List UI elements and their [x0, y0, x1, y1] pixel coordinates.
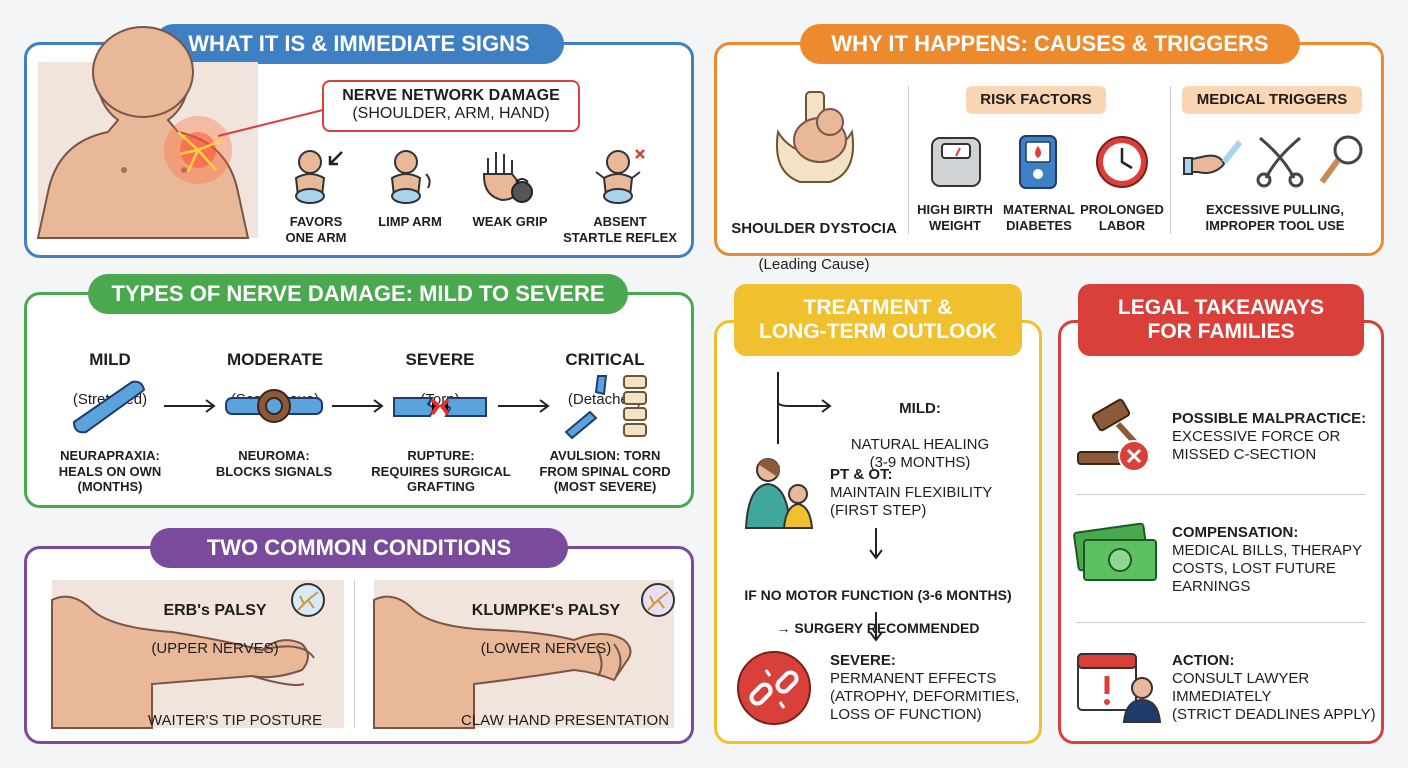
type-critical-desc: AVULSION: TORN FROM SPINAL CORD (MOST SE…: [539, 448, 671, 495]
arrow-to-severe: [869, 612, 883, 642]
legal-malpractice-text: EXCESSIVE FORCE OR MISSED C-SECTION: [1172, 428, 1341, 463]
callout-title: NERVE NETWORK DAMAGE: [342, 87, 560, 104]
divider-causes-2: [1170, 86, 1171, 234]
sign-absent-startle-reflex: ABSENT STARTLE REFLEX: [563, 214, 677, 245]
broken-chain-icon: [737, 651, 811, 725]
risk-factors-header: RISK FACTORS: [966, 86, 1106, 114]
treatment-pt-ot: PT & OT: MAINTAIN FLEXIBILITY (FIRST STE…: [830, 466, 1030, 520]
legal-compensation: COMPENSATION: MEDICAL BILLS, THERAPY COS…: [1172, 524, 1382, 596]
pulling-hand-icon: [1183, 140, 1243, 175]
treatment-severe-text: PERMANENT EFFECTS (ATROPHY, DEFORMITIES,…: [830, 670, 1020, 723]
medical-triggers-header: MEDICAL TRIGGERS: [1182, 86, 1362, 114]
type-critical-title: CRITICAL: [565, 350, 645, 370]
treatment-mild-text: NATURAL HEALING (3-9 MONTHS): [850, 436, 990, 471]
treatment-pt-text: MAINTAIN FLEXIBILITY (FIRST STEP): [830, 484, 993, 519]
type-severe-title: SEVERE: [405, 350, 475, 370]
treatment-mild-title: MILD:: [899, 400, 941, 417]
panel-two-conditions-title: TWO COMMON CONDITIONS: [150, 528, 568, 568]
legal-action: ACTION: CONSULT LAWYER IMMEDIATELY (STRI…: [1172, 652, 1382, 724]
legal-action-text: CONSULT LAWYER IMMEDIATELY (STRICT DEADL…: [1172, 670, 1376, 723]
klumpkes-palsy-caption: CLAW HAND PRESENTATION: [460, 712, 670, 729]
forceps-icon: [1256, 136, 1304, 188]
arrow-to-motor: [869, 528, 883, 560]
torn-nerve-icon: [393, 397, 487, 417]
arrow-moderate-to-severe: [332, 399, 384, 413]
divider-causes-1: [908, 86, 909, 234]
erbs-palsy-label: ERB's PALSY (UPPER NERVES): [130, 582, 300, 677]
panel-why-it-happens-title: WHY IT HAPPENS: CAUSES & TRIGGERS: [800, 24, 1300, 64]
legal-compensation-title: COMPENSATION:: [1172, 524, 1299, 541]
panel-what-it-is-title: WHAT IT IS & IMMEDIATE SIGNS: [154, 24, 564, 64]
branch-line: [777, 372, 832, 444]
erbs-palsy-title: ERB's PALSY: [163, 602, 267, 620]
weak-grip-icon: [483, 152, 533, 203]
erbs-palsy-caption: WAITER'S TIP POSTURE: [147, 712, 323, 729]
gavel-icon: [1077, 398, 1150, 472]
baby-shoulder-illustration: [36, 26, 258, 239]
klumpkes-palsy-title: KLUMPKE's PALSY: [471, 602, 621, 620]
stretched-nerve-icon: [72, 380, 146, 434]
absent-startle-reflex-icon: [595, 149, 645, 204]
favors-one-arm-icon: [294, 150, 343, 204]
klumpkes-palsy-label: KLUMPKE's PALSY (LOWER NERVES): [460, 582, 632, 677]
upper-nerve-icon: [291, 583, 325, 617]
arrow-severe-to-critical: [498, 399, 550, 413]
calendar-lawyer-icon: [1077, 653, 1162, 723]
main-cause-title: SHOULDER DYSTOCIA: [731, 220, 897, 237]
triggers-text: EXCESSIVE PULLING, IMPROPER TOOL USE: [1205, 202, 1345, 233]
callout-pointer-line: [217, 109, 324, 137]
erbs-palsy-subtitle: (UPPER NERVES): [151, 639, 279, 657]
legal-action-title: ACTION:: [1172, 652, 1235, 669]
type-moderate-title: MODERATE: [226, 350, 323, 370]
shoulder-dystocia-illustration: [776, 91, 854, 183]
money-icon: [1073, 522, 1157, 581]
main-cause-subtitle: (Leading Cause): [758, 256, 870, 273]
severity-arrows: [164, 399, 550, 413]
treatment-severe: SEVERE: PERMANENT EFFECTS (ATROPHY, DEFO…: [830, 652, 1030, 724]
divider-legal-1: [1076, 494, 1366, 495]
sign-limp-arm: LIMP ARM: [378, 214, 442, 229]
arrow-mild-to-moderate: [164, 399, 216, 413]
panel-types-of-damage-title: TYPES OF NERVE DAMAGE: MILD TO SEVERE: [88, 274, 628, 314]
scar-tissue-nerve-icon: [225, 389, 323, 423]
nerve-damage-callout: NERVE NETWORK DAMAGE (SHOULDER, ARM, HAN…: [322, 80, 580, 132]
clock-icon: [1096, 136, 1148, 188]
panel-legal-title: LEGAL TAKEAWAYS FOR FAMILIES: [1078, 284, 1364, 356]
type-moderate-desc: NEUROMA: BLOCKS SIGNALS: [215, 448, 333, 479]
panel-types-of-damage: [24, 292, 694, 508]
divider-conditions: [354, 580, 355, 728]
legal-malpractice-title: POSSIBLE MALPRACTICE:: [1172, 410, 1367, 427]
klumpkes-palsy-illustration: [373, 580, 674, 729]
limp-arm-icon: [390, 150, 431, 204]
lower-nerve-icon: [641, 583, 675, 617]
divider-legal-2: [1076, 622, 1366, 623]
treatment-motor-text: IF NO MOTOR FUNCTION (3-6 MONTHS): [744, 586, 1012, 603]
treatment-mild: MILD: NATURAL HEALING (3-9 MONTHS): [830, 382, 1010, 490]
treatment-flow-lines: [777, 372, 883, 642]
risk-prolonged-labor: PROLONGED LABOR: [1080, 202, 1164, 233]
sign-favors-one-arm: FAVORS ONE ARM: [285, 214, 347, 245]
legal-compensation-text: MEDICAL BILLS, THERAPY COSTS, LOST FUTUR…: [1172, 542, 1363, 595]
main-cause-label: SHOULDER DYSTOCIA (Leading Cause): [724, 202, 904, 292]
treatment-surgery-text: → SURGERY RECOMMENDED: [776, 620, 980, 637]
klumpkes-palsy-subtitle: (LOWER NERVES): [480, 639, 612, 657]
panel-treatment-title: TREATMENT & LONG-TERM OUTLOOK: [734, 284, 1022, 356]
sign-weak-grip: WEAK GRIP: [472, 214, 548, 229]
callout-subtitle: (SHOULDER, ARM, HAND): [352, 105, 550, 122]
treatment-severe-title: SEVERE:: [830, 652, 896, 669]
scale-icon: [931, 137, 981, 187]
vacuum-extractor-icon: [1319, 135, 1363, 184]
type-severe-desc: RUPTURE: REQUIRES SURGICAL GRAFTING: [371, 448, 511, 495]
glucose-meter-icon: [1019, 135, 1057, 189]
type-mild-desc: NEURAPRAXIA: HEALS ON OWN (MONTHS): [58, 448, 162, 495]
therapist-child-icon: [744, 458, 814, 529]
avulsion-nerve-icon: [564, 375, 647, 440]
type-mild-title: MILD: [89, 350, 131, 370]
legal-malpractice: POSSIBLE MALPRACTICE: EXCESSIVE FORCE OR…: [1172, 410, 1382, 464]
treatment-pt-title: PT & OT:: [830, 466, 893, 483]
treatment-motor-function: IF NO MOTOR FUNCTION (3-6 MONTHS) → SURG…: [722, 570, 1034, 654]
risk-maternal-diabetes: MATERNAL DIABETES: [1003, 202, 1075, 233]
risk-high-birth-weight: HIGH BIRTH WEIGHT: [917, 202, 993, 233]
